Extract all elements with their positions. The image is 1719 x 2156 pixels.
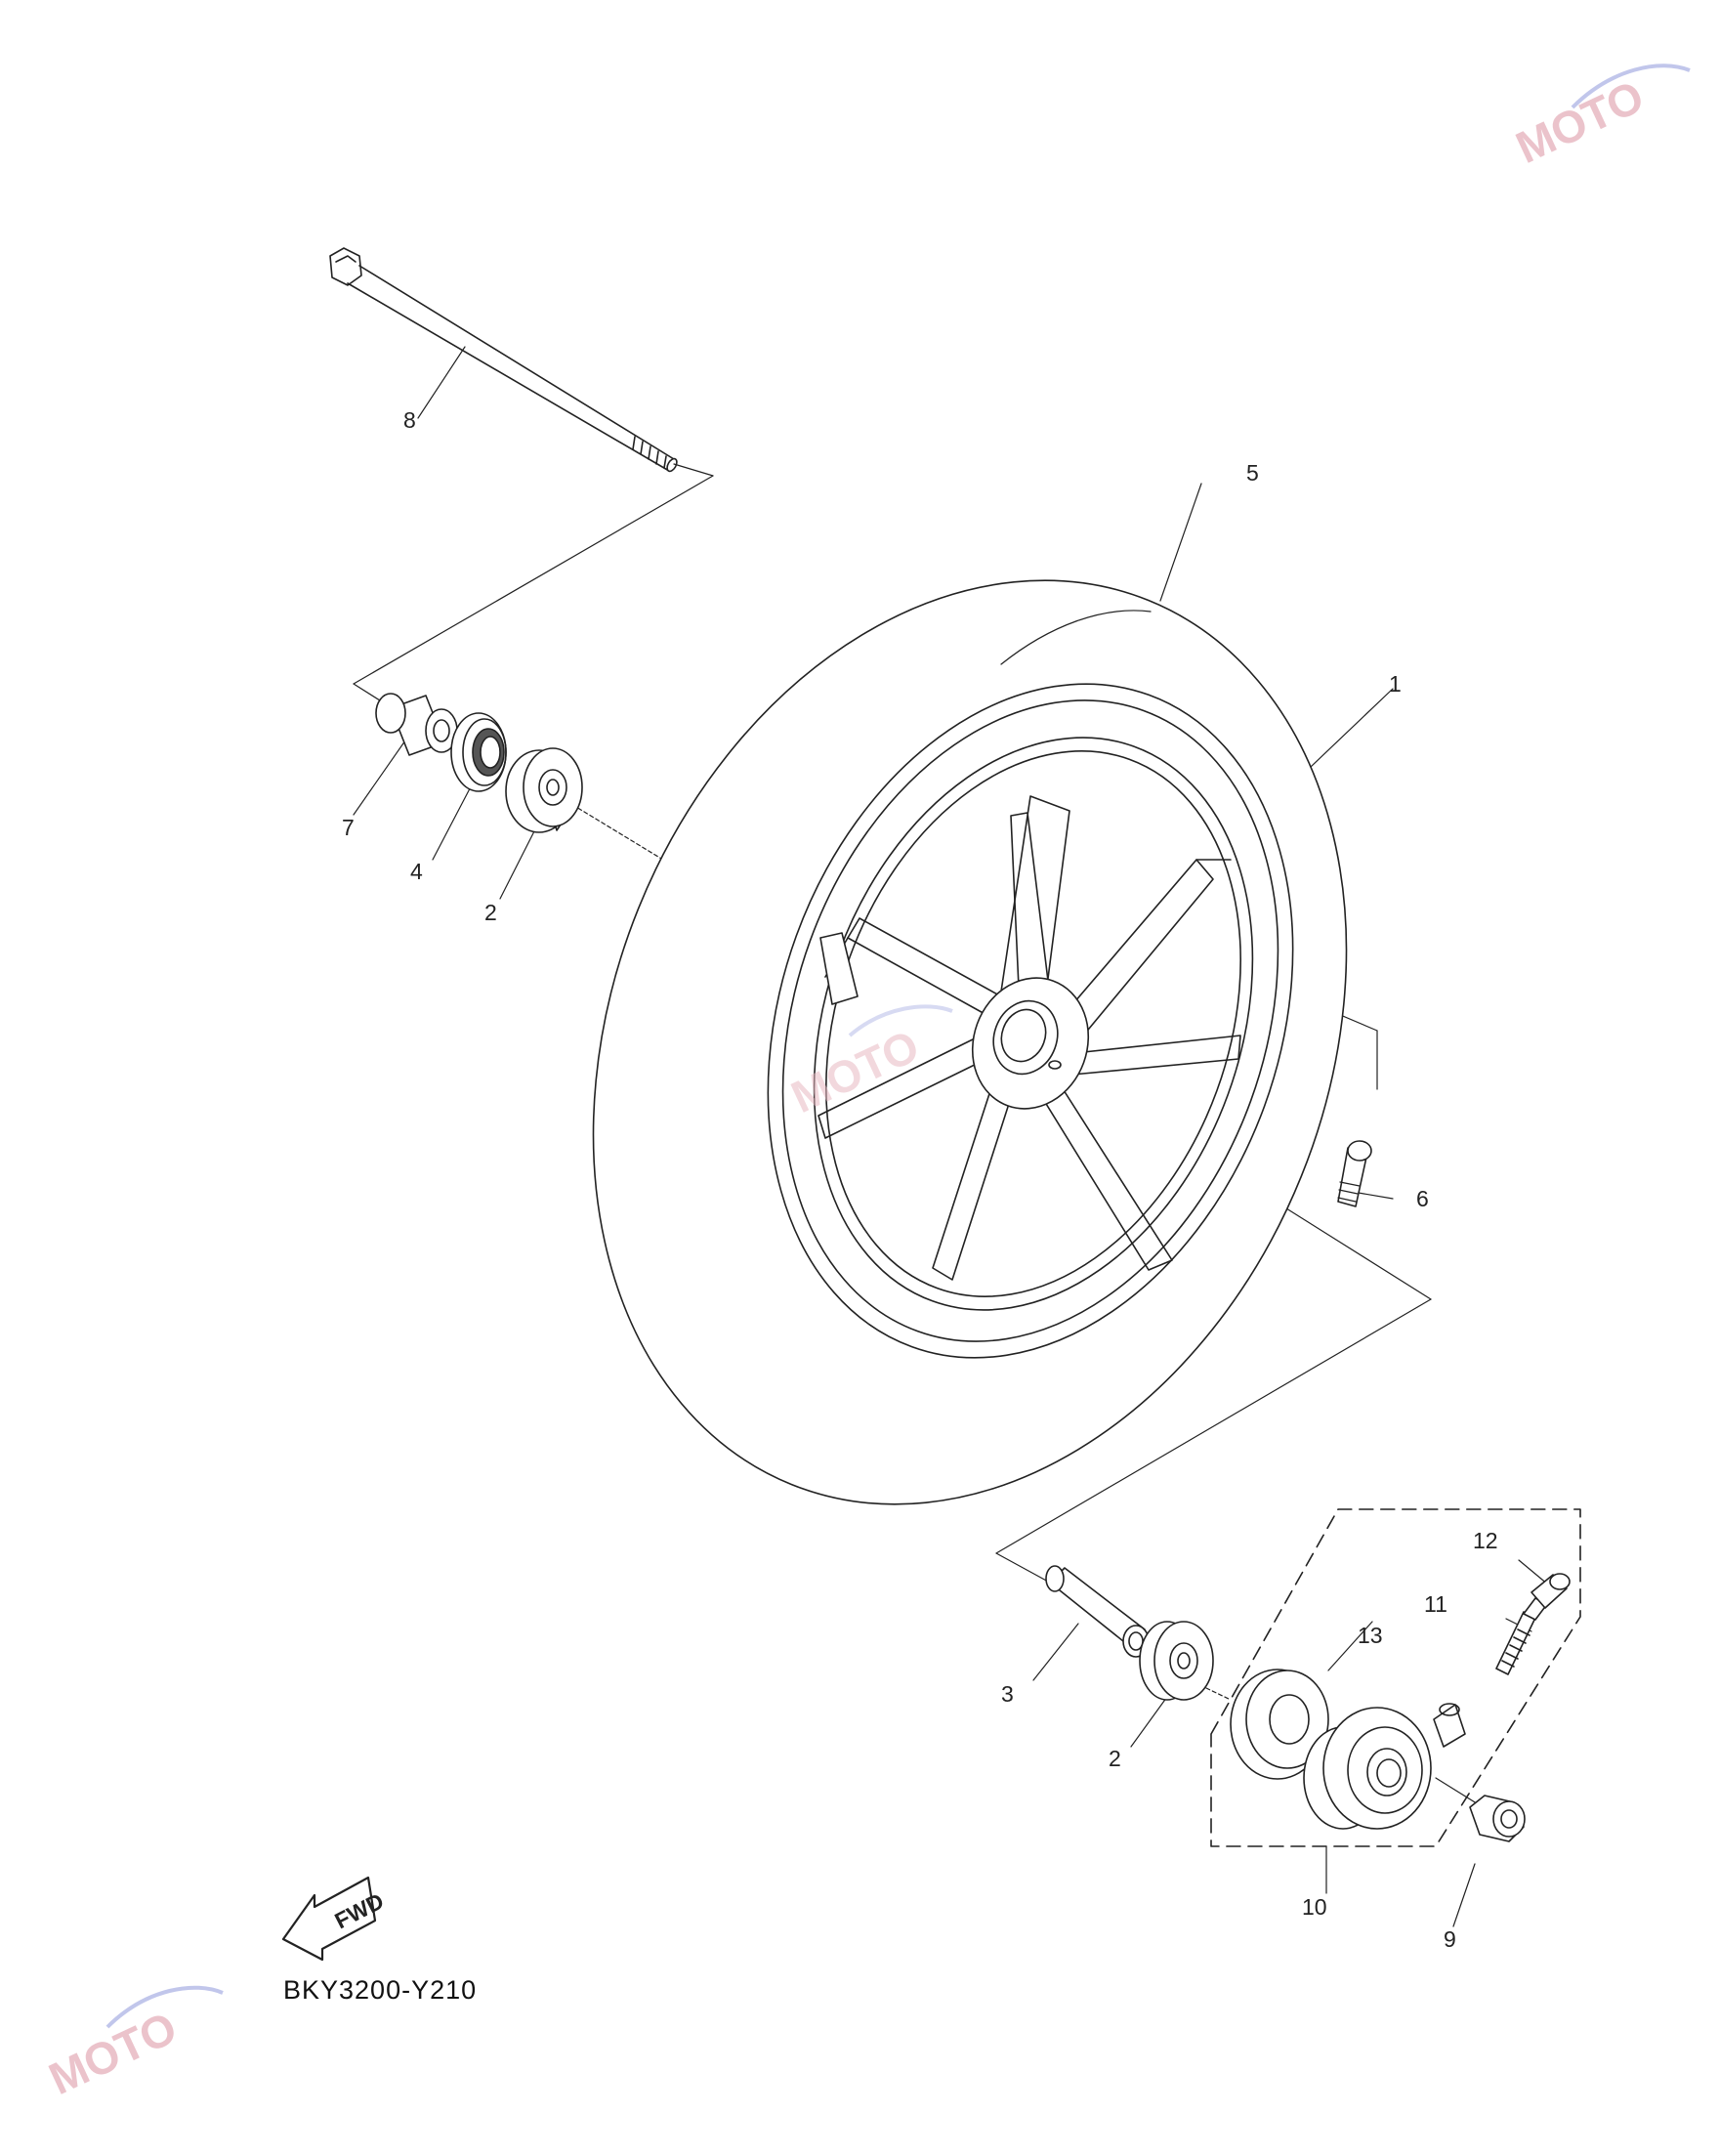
cap	[1530, 1573, 1571, 1609]
retainer	[1230, 1669, 1329, 1780]
forward-arrow-icon	[281, 1876, 377, 1962]
callout-10: 10	[1302, 1894, 1327, 1920]
watermark-logo-bottom: MOTO	[41, 1985, 224, 2104]
callout-11: 11	[1424, 1591, 1447, 1617]
callout-12: 12	[1473, 1528, 1498, 1553]
collar-left	[375, 693, 458, 756]
wheel-rim	[767, 683, 1294, 1359]
svg-text:MOTO: MOTO	[1508, 70, 1651, 173]
callout-5: 5	[1246, 460, 1259, 486]
gear-unit-box	[1210, 1508, 1581, 1847]
callout-13: 13	[1358, 1623, 1383, 1648]
callout-6: 6	[1416, 1186, 1429, 1211]
watermark-logo-top: MOTO	[1508, 63, 1691, 173]
bearing-right	[1139, 1621, 1214, 1701]
collar-right	[1045, 1565, 1150, 1658]
valve-stem	[1337, 1140, 1372, 1207]
diagram-code: BKY3200-Y210	[283, 1975, 478, 2005]
bearing-left	[505, 747, 583, 833]
callout-4: 4	[410, 859, 423, 884]
callout-9: 9	[1444, 1926, 1456, 1952]
callout-8: 8	[403, 407, 416, 433]
callout-3: 3	[1001, 1681, 1014, 1707]
callout-1: 1	[1389, 671, 1402, 697]
callout-7: 7	[342, 815, 355, 840]
meter-gear-housing	[1303, 1703, 1466, 1830]
drive-gear-shaft	[1495, 1597, 1548, 1675]
axle-shaft	[329, 247, 678, 473]
oil-seal	[450, 712, 507, 792]
svg-text:MOTO: MOTO	[41, 2002, 184, 2104]
callout-2b: 2	[1109, 1746, 1121, 1771]
axle-nut	[1469, 1795, 1526, 1842]
callout-2: 2	[484, 900, 497, 925]
